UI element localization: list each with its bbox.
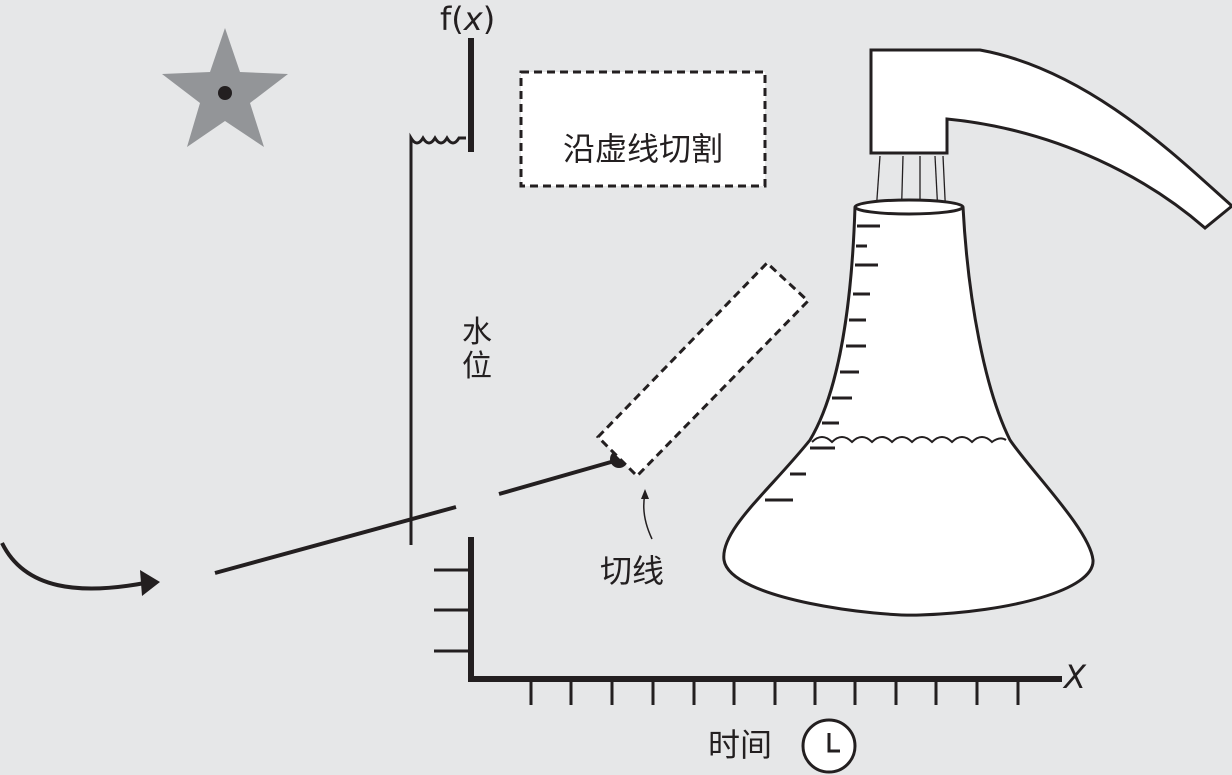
x-axis-label: X <box>1062 658 1087 696</box>
flask-body <box>722 206 1095 617</box>
y-axis-connector <box>409 132 466 545</box>
cut-out-strip <box>595 260 811 479</box>
x-axis-ticks <box>529 679 1020 705</box>
flask-graduations <box>765 224 880 502</box>
cut-instruction-text: 沿虚线切割 <box>563 130 723 168</box>
tangent-line-right <box>498 458 619 496</box>
water-level-label-top: 水 <box>462 315 492 350</box>
curved-arrow <box>0 542 160 596</box>
water-surface <box>811 436 1007 444</box>
xy-axes <box>468 537 1062 682</box>
y-axis-label: f(x) <box>440 0 495 38</box>
flask-rim <box>853 198 965 216</box>
tangent-label: 切线 <box>600 552 664 590</box>
tangent-line-left <box>214 505 457 575</box>
clock-icon <box>801 718 857 774</box>
water-level-label-bottom: 位 <box>462 349 492 384</box>
tangent-pointer <box>641 489 653 540</box>
star-icon <box>162 28 288 147</box>
time-label: 时间 <box>708 726 772 764</box>
y-axis-ticks <box>434 568 471 653</box>
cut-instruction-box <box>519 70 767 188</box>
faucet <box>869 48 1232 230</box>
